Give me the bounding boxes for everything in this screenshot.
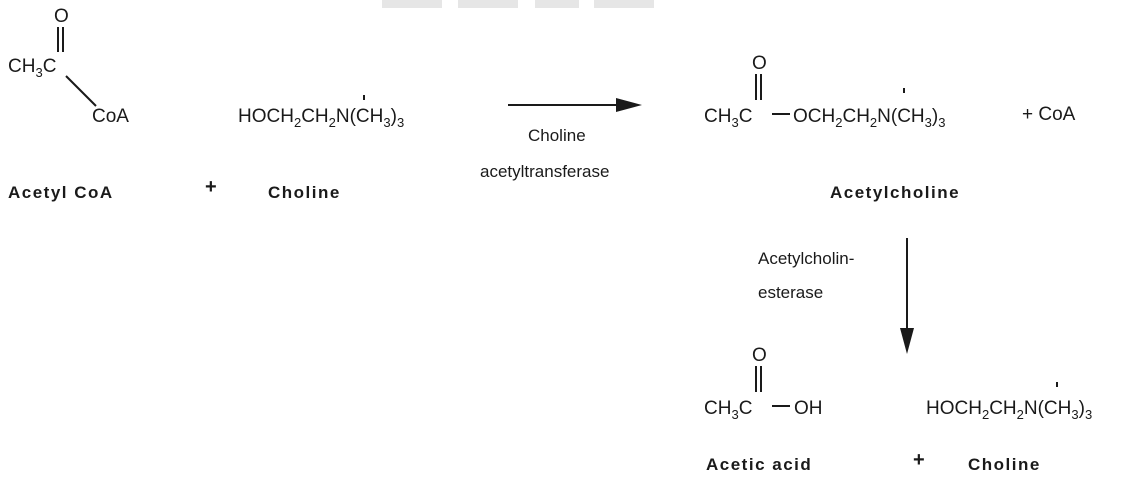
svg-text:O: O	[752, 53, 767, 74]
svg-text:HOCH2CH2N(CH3)3: HOCH2CH2N(CH3)3	[926, 398, 1092, 422]
svg-text:OCH2CH2N(CH3)3: OCH2CH2N(CH3)3	[793, 106, 945, 130]
acetylcholine-structure: O CH3C OCH2CH2N(CH3)3	[704, 53, 945, 130]
choline-structure-bottom: HOCH2CH2N(CH3)3	[926, 382, 1092, 422]
top-decoration	[382, 0, 654, 8]
choline-label-top: Choline	[268, 183, 341, 202]
coa-group: CoA	[92, 106, 129, 127]
choline-structure-top: HOCH2CH2N(CH3)3	[238, 95, 404, 130]
choline-label-bottom: Choline	[968, 455, 1041, 474]
enzyme-label-2-line1: Acetylcholin-	[758, 249, 854, 268]
reaction-arrow-1	[508, 98, 642, 112]
svg-text:OH: OH	[794, 398, 823, 419]
plus-sign-2: +	[913, 449, 925, 471]
carbonyl-oxygen: O	[54, 6, 69, 27]
enzyme-label-1-line1: Choline	[528, 126, 586, 145]
acetylcholine-label: Acetylcholine	[830, 183, 960, 202]
plus-coa: + CoA	[1022, 104, 1076, 125]
methyl-group: CH3C	[8, 56, 56, 80]
svg-text:CH3C: CH3C	[704, 106, 752, 130]
svg-text:CH3C: CH3C	[704, 398, 752, 422]
svg-text:O: O	[752, 345, 767, 366]
svg-text:HOCH2CH2N(CH3)3: HOCH2CH2N(CH3)3	[238, 106, 404, 130]
acetic-acid-structure: O CH3C OH	[704, 345, 823, 422]
acetic-acid-label: Acetic acid	[706, 455, 812, 474]
acetyl-coa-structure: O CH3C CoA	[8, 6, 129, 127]
enzyme-label-2-line2: esterase	[758, 283, 823, 302]
acetyl-coa-label: Acetyl CoA	[8, 183, 114, 202]
reaction-arrow-2	[900, 238, 914, 354]
enzyme-label-1-line2: acetyltransferase	[480, 162, 609, 181]
plus-sign-1: +	[205, 176, 217, 198]
